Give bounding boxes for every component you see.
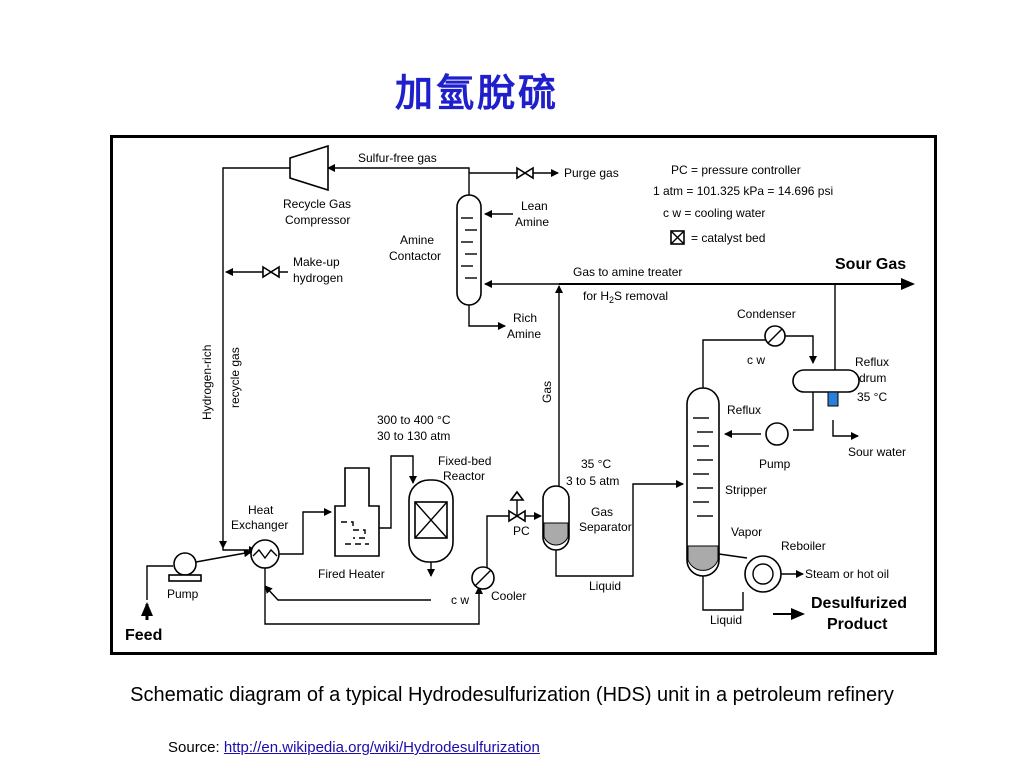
feed-pump-icon	[173, 552, 197, 576]
temp-range-label: 300 to 400 °C	[377, 413, 451, 427]
stripper-label: Stripper	[725, 483, 767, 497]
reactor-label-2: Reactor	[443, 469, 485, 483]
vapor-label: Vapor	[731, 525, 762, 539]
gas-sep-label-2: Separator	[579, 520, 632, 534]
sep-press-label: 3 to 5 atm	[566, 474, 619, 488]
amine-contactor-label-2: Contactor	[389, 249, 441, 263]
hds-schematic: PC = pressure controller 1 atm = 101.325…	[110, 135, 937, 655]
gas-sep-label-1: Gas	[591, 505, 613, 519]
gas-vert-label: Gas	[540, 381, 554, 403]
rich-amine-label: Amine	[507, 327, 541, 341]
makeup-valve-icon	[262, 265, 280, 279]
figure-caption: Schematic diagram of a typical Hydrodesu…	[130, 684, 894, 706]
cooler-label: Cooler	[491, 589, 526, 603]
product-label-2: Product	[827, 616, 888, 633]
recycle-gas-compressor-icon	[289, 144, 329, 192]
liquid-label-2: Liquid	[710, 613, 742, 627]
product-label-1: Desulfurized	[811, 595, 907, 612]
reboiler-label: Reboiler	[781, 539, 826, 553]
makeup-label-1: Make-up	[293, 255, 340, 269]
pressure-controller-valve-icon	[508, 490, 526, 523]
catalyst-bed-legend-icon	[670, 230, 685, 245]
liquid-label: Liquid	[589, 579, 621, 593]
reflux-pump-label: Pump	[759, 457, 791, 471]
reflux-label: Reflux	[727, 403, 761, 417]
h2s-removal-label: for H2S removal	[583, 289, 668, 305]
source-link[interactable]: http://en.wikipedia.org/wiki/Hydrodesulf…	[223, 739, 540, 756]
pressure-range-label: 30 to 130 atm	[377, 429, 450, 443]
recycle-gas-label: Recycle Gas	[283, 197, 351, 211]
schematic-svg: PC = pressure controller 1 atm = 101.325…	[125, 144, 915, 644]
reflux-pump-icon	[765, 422, 789, 446]
reflux-drum-label-1: Reflux	[855, 355, 889, 369]
slide-title: 加氫脫硫	[394, 70, 559, 115]
rich-label: Rich	[513, 311, 537, 325]
reflux-drum-label-2: drum	[859, 371, 886, 385]
legend-atm: 1 atm = 101.325 kPa = 14.696 psi	[653, 184, 833, 198]
legend-pc: PC = pressure controller	[671, 163, 801, 177]
sour-water-label: Sour water	[848, 445, 906, 459]
makeup-label-2: hydrogen	[293, 271, 343, 285]
feed-pump-label: Pump	[167, 587, 199, 601]
pc-label: PC	[513, 524, 530, 538]
condenser-cw-label: c w	[747, 353, 765, 367]
source-line: Source: http://en.wikipedia.org/wiki/Hyd…	[168, 739, 540, 756]
reboiler-icon	[744, 555, 782, 593]
heat-ex-label-1: Heat	[248, 503, 274, 517]
purge-gas-label: Purge gas	[564, 166, 619, 180]
recycle-gas-vert-label: recycle gas	[228, 347, 242, 408]
source-prefix: Source:	[168, 739, 224, 756]
legend-catalyst: = catalyst bed	[691, 231, 765, 245]
hydrogen-rich-label: Hydrogen-rich	[200, 345, 214, 420]
sulfur-free-gas-label: Sulfur-free gas	[358, 151, 437, 165]
steam-label: Steam or hot oil	[805, 567, 889, 581]
fired-heater-label: Fired Heater	[318, 567, 385, 581]
condenser-label: Condenser	[737, 307, 796, 321]
lean-label: Lean	[521, 199, 548, 213]
lean-amine-label: Amine	[515, 215, 549, 229]
sep-temp-label: 35 °C	[581, 457, 611, 471]
amine-contactor-label-1: Amine	[400, 233, 434, 247]
compressor-label: Compressor	[285, 213, 350, 227]
purge-valve-icon	[516, 166, 534, 180]
heat-ex-label-2: Exchanger	[231, 518, 288, 532]
reactor-label-1: Fixed-bed	[438, 454, 491, 468]
fired-heater-icon	[334, 467, 380, 557]
reflux-temp-label: 35 °C	[857, 390, 887, 404]
sour-gas-label: Sour Gas	[835, 256, 906, 273]
amine-contactor-icon	[456, 194, 482, 306]
legend-cw: c w = cooling water	[663, 206, 765, 220]
gas-to-amine-label: Gas to amine treater	[573, 265, 682, 279]
cooler-cw-label: c w	[451, 593, 469, 607]
feed-label: Feed	[125, 627, 162, 644]
reflux-drum-icon	[792, 369, 860, 393]
